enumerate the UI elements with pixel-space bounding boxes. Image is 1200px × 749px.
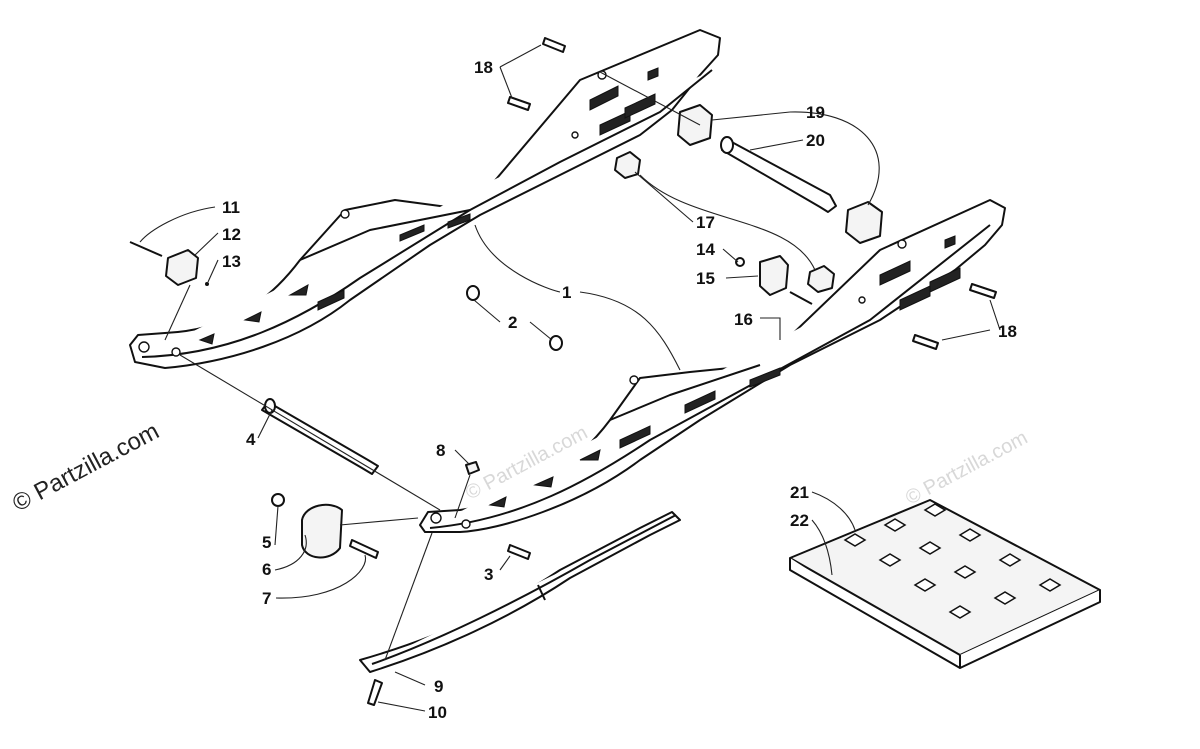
callout-18-upper: 18 bbox=[474, 58, 493, 77]
callout-16: 16 bbox=[734, 310, 753, 329]
block-part-19-lower bbox=[845, 201, 883, 244]
block-part-12 bbox=[129, 241, 209, 286]
callout-10: 10 bbox=[428, 703, 447, 722]
callout-5: 5 bbox=[262, 533, 271, 552]
callout-3: 3 bbox=[484, 565, 493, 584]
left-rail bbox=[129, 29, 721, 369]
callout-2: 2 bbox=[508, 313, 517, 332]
callout-6: 6 bbox=[262, 560, 271, 579]
callout-4: 4 bbox=[246, 430, 256, 449]
right-rail bbox=[419, 199, 1006, 533]
nut-part-5 bbox=[271, 493, 285, 507]
callout-11: 11 bbox=[222, 198, 240, 217]
callout-17: 17 bbox=[696, 213, 715, 232]
bolt-part-18-a bbox=[542, 37, 566, 53]
callout-19: 19 bbox=[806, 103, 825, 122]
block-part-19-upper bbox=[677, 104, 713, 146]
callout-8: 8 bbox=[436, 441, 445, 460]
bolt-part-18-c bbox=[969, 283, 997, 299]
washer-part-2-lower bbox=[549, 335, 563, 351]
bushing-part-17-lower bbox=[807, 265, 835, 293]
slide-part-9 bbox=[359, 511, 681, 673]
shaft-part-20 bbox=[720, 136, 837, 213]
washer-part-2-upper bbox=[466, 285, 480, 301]
watermark-main: © Partzilla.com bbox=[8, 418, 163, 518]
bolt-part-18-d bbox=[912, 334, 939, 350]
callout-12: 12 bbox=[222, 225, 241, 244]
callout-14: 14 bbox=[696, 240, 715, 259]
nut-part-8 bbox=[465, 461, 480, 475]
callout-13: 13 bbox=[222, 252, 241, 271]
callout-7: 7 bbox=[262, 589, 271, 608]
callout-21: 21 bbox=[790, 483, 809, 502]
callout-15: 15 bbox=[696, 269, 715, 288]
callout-1: 1 bbox=[562, 283, 571, 302]
watermark-faint-right: © Partzilla.com bbox=[902, 427, 1031, 510]
track-part-21 bbox=[789, 499, 1101, 669]
bolt-part-18-b bbox=[507, 96, 531, 111]
callout-20: 20 bbox=[806, 131, 825, 150]
block-part-15 bbox=[735, 255, 813, 305]
callout-22: 22 bbox=[790, 511, 809, 530]
leader-lines bbox=[139, 44, 1001, 712]
bracket-part-6 bbox=[301, 503, 343, 559]
screw-part-10 bbox=[367, 679, 383, 706]
callout-18-lower: 18 bbox=[998, 322, 1017, 341]
bolt-part-7 bbox=[349, 539, 379, 559]
bolt-part-3 bbox=[507, 544, 531, 560]
callout-9: 9 bbox=[434, 677, 443, 696]
bushing-part-17-upper bbox=[614, 151, 641, 179]
